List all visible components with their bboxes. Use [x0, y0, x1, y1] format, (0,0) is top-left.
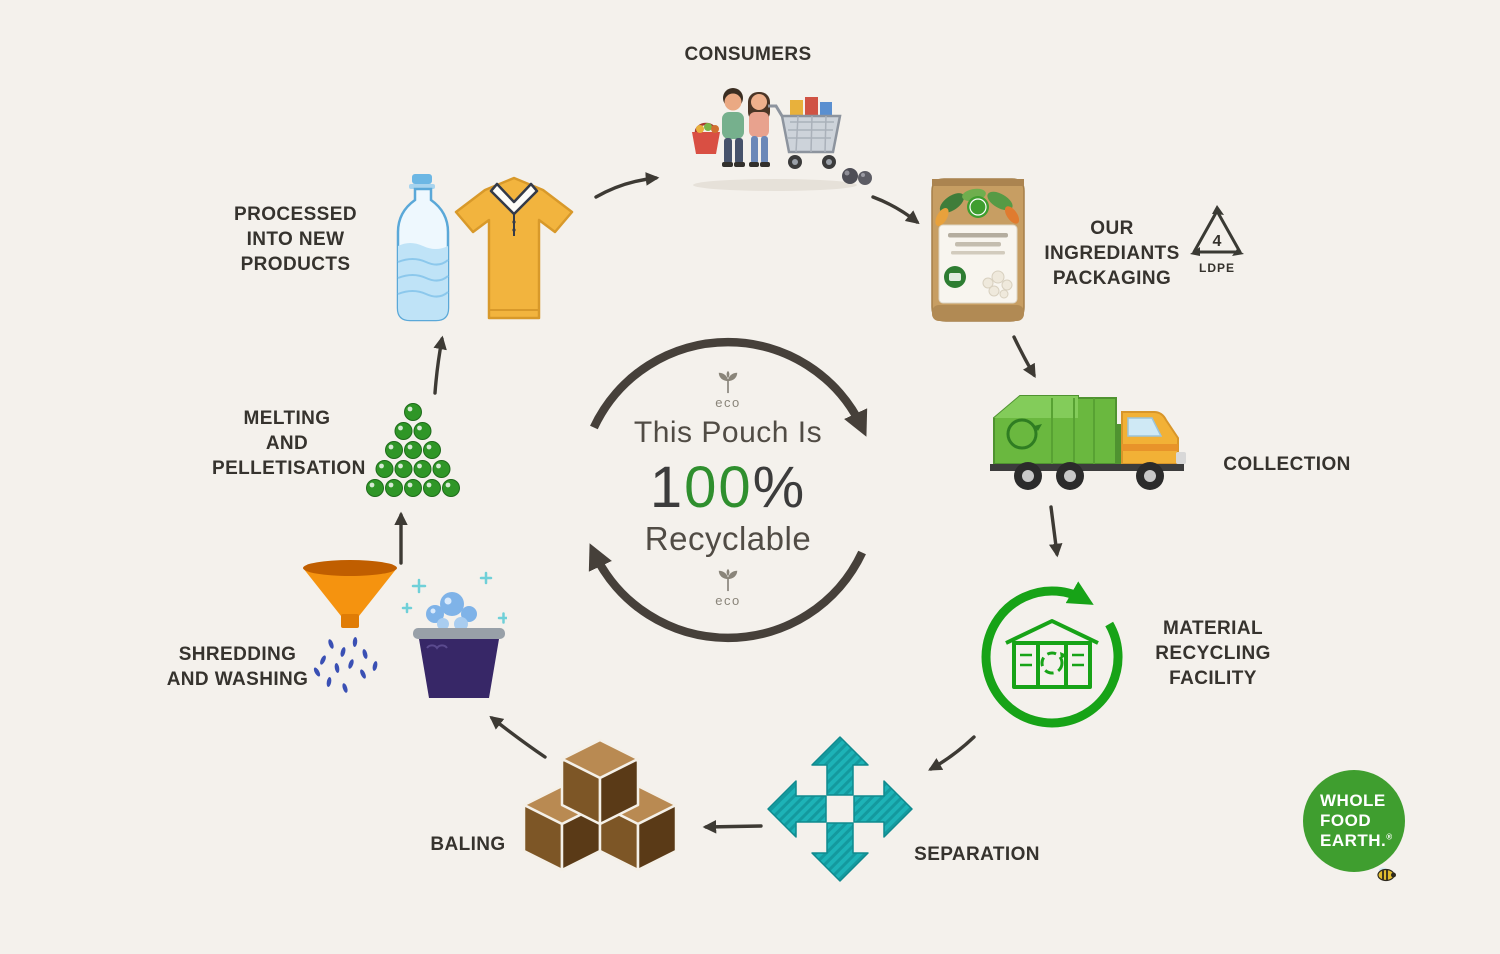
collection-label: COLLECTION — [1223, 454, 1351, 475]
eco-label: eco — [715, 593, 741, 608]
center-cycle: eco This Pouch Is 100% Recyclable eco — [556, 318, 900, 662]
melting-pelletisation-label: MELTING AND PELLETISATION — [212, 408, 366, 480]
logo-line-3: EARTH.® — [1320, 831, 1405, 851]
logo-earth-text: EARTH. — [1320, 831, 1387, 851]
material-recycling-facility-label: MATERIAL RECYCLING FACILITY — [1155, 618, 1271, 690]
flow-arrow — [594, 172, 660, 199]
logo-circle: WHOLE FOOD EARTH.® — [1303, 770, 1405, 872]
separation-icon — [765, 733, 915, 885]
center-line1: This Pouch Is — [633, 416, 823, 449]
bee-icon — [1377, 867, 1396, 882]
pellets-icon — [358, 400, 468, 500]
ldpe-recycling-icon: 4 LDPE — [1186, 202, 1248, 276]
bottle-shirt-icon — [388, 170, 574, 326]
ldpe-label: LDPE — [1199, 261, 1235, 275]
flow-arrow — [433, 335, 447, 395]
eco-badge-top: eco — [556, 370, 900, 410]
registered-mark: ® — [1386, 832, 1393, 842]
baling-icon — [512, 732, 688, 882]
shredding-washing-label: SHREDDING AND WASHING — [166, 644, 309, 691]
eco-leaf-icon — [718, 568, 738, 592]
baling-label: BALING — [430, 834, 506, 855]
separation-label: SEPARATION — [914, 844, 1040, 865]
processed-products-label: PROCESSED INTO NEW PRODUCTS — [234, 204, 357, 276]
flow-arrow — [489, 715, 547, 759]
logo-line-2: FOOD — [1320, 810, 1372, 830]
consumers-label: CONSUMERS — [684, 44, 812, 65]
center-percentage: 100% — [556, 454, 900, 521]
eco-badge-bottom: eco — [556, 568, 900, 608]
green-zeros: 00 — [684, 455, 753, 520]
flow-arrow — [702, 820, 763, 834]
percent-sign: % — [752, 455, 807, 520]
flow-arrow — [871, 195, 920, 225]
center-line3: Recyclable — [644, 520, 812, 557]
flow-arrow — [928, 735, 976, 771]
garbage-truck-icon — [982, 382, 1194, 498]
flow-arrow — [1048, 505, 1063, 558]
consumers-illustration — [678, 72, 873, 194]
wholefoodearth-logo: WHOLE FOOD EARTH.® — [1303, 770, 1411, 882]
digit-one: 1 — [649, 455, 685, 520]
cycle-arrows-icon — [588, 337, 868, 643]
eco-leaf-icon — [718, 370, 738, 394]
eco-label: eco — [715, 395, 741, 410]
shredding-washing-icon — [285, 556, 507, 706]
recycling-facility-icon — [972, 575, 1137, 737]
flow-arrow — [1012, 335, 1036, 378]
packaging-label: OUR INGREDIANTS PACKAGING — [1044, 218, 1180, 290]
logo-line-1: WHOLE — [1320, 790, 1386, 810]
pouch-illustration — [922, 165, 1034, 330]
ldpe-number: 4 — [1213, 233, 1222, 250]
